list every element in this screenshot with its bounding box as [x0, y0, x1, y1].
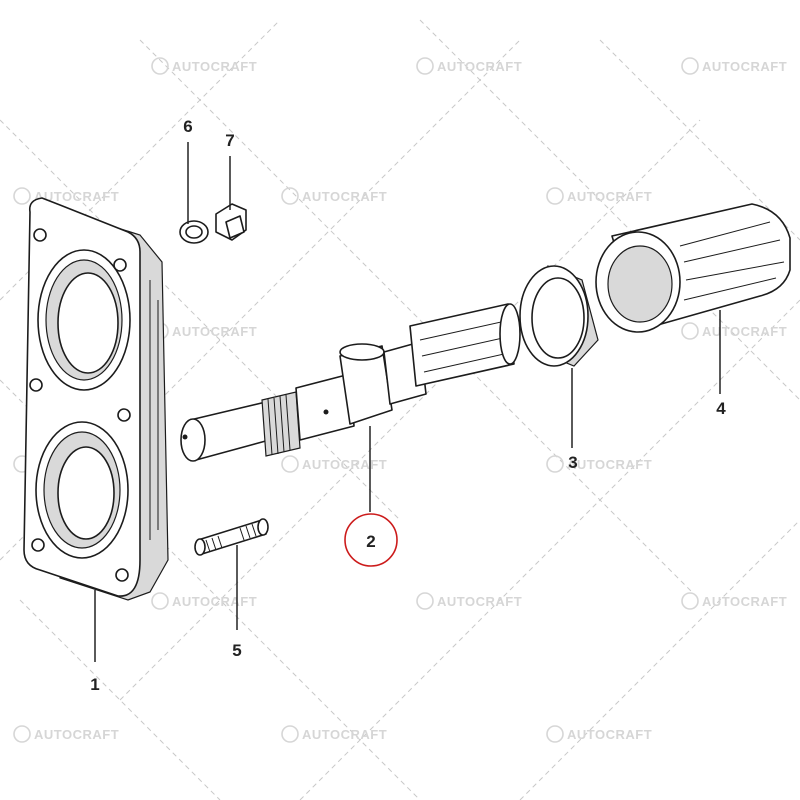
watermark-text: AUTOCRAFT [702, 324, 787, 339]
watermark: AUTOCRAFT [13, 187, 119, 205]
leader-lines [94, 142, 721, 662]
watermark: AUTOCRAFT [281, 187, 387, 205]
watermark: AUTOCRAFT [416, 57, 522, 75]
watermark: AUTOCRAFT [281, 455, 387, 473]
watermark-text: AUTOCRAFT [172, 594, 257, 609]
callout-label-2[interactable]: 2 [366, 532, 375, 551]
circled-a-logo-icon [546, 725, 564, 743]
circled-a-logo-icon [151, 592, 169, 610]
watermark-text: AUTOCRAFT [172, 59, 257, 74]
protective-cap-part-4[interactable] [595, 203, 791, 333]
circled-a-logo-icon [546, 187, 564, 205]
watermark-text: AUTOCRAFT [302, 189, 387, 204]
watermark: AUTOCRAFT [281, 725, 387, 743]
watermark: AUTOCRAFT [13, 725, 119, 743]
housing-plate-part-1[interactable] [23, 197, 169, 601]
callout-label-6[interactable]: 6 [183, 117, 192, 136]
watermark-text: AUTOCRAFT [437, 594, 522, 609]
callout-label-1[interactable]: 1 [90, 675, 99, 694]
circled-a-logo-icon [681, 592, 699, 610]
circled-a-logo-icon [281, 725, 299, 743]
splined-shaft-part-2[interactable] [180, 303, 521, 462]
watermark: AUTOCRAFT [151, 57, 257, 75]
circled-a-logo-icon [416, 592, 434, 610]
watermark-text: AUTOCRAFT [437, 59, 522, 74]
watermark-text: AUTOCRAFT [702, 594, 787, 609]
watermark: AUTOCRAFT [681, 57, 787, 75]
watermark-text: AUTOCRAFT [702, 59, 787, 74]
watermark: AUTOCRAFT [546, 187, 652, 205]
watermark-text: AUTOCRAFT [34, 189, 119, 204]
watermark: AUTOCRAFT [416, 592, 522, 610]
circled-a-logo-icon [151, 57, 169, 75]
circled-a-logo-icon [416, 57, 434, 75]
plug-screw-part-7[interactable] [215, 203, 247, 241]
callout-label-4[interactable]: 4 [716, 399, 726, 418]
washer-part-6[interactable] [179, 220, 209, 244]
watermark: AUTOCRAFT [151, 592, 257, 610]
watermark-text: AUTOCRAFT [302, 727, 387, 742]
watermark-text: AUTOCRAFT [172, 324, 257, 339]
callout-label-5[interactable]: 5 [232, 641, 241, 660]
highlight-circle-callout-2 [344, 513, 398, 567]
watermark: AUTOCRAFT [151, 322, 257, 340]
watermark: AUTOCRAFT [681, 592, 787, 610]
circled-a-logo-icon [13, 725, 31, 743]
circled-a-logo-icon [281, 455, 299, 473]
circled-a-logo-icon [281, 187, 299, 205]
watermark-text: AUTOCRAFT [34, 727, 119, 742]
watermark: AUTOCRAFT [546, 455, 652, 473]
watermark-text: AUTOCRAFT [567, 457, 652, 472]
watermark-text: AUTOCRAFT [567, 727, 652, 742]
sealing-ring-part-3[interactable] [519, 265, 599, 367]
watermark-text: AUTOCRAFT [302, 457, 387, 472]
circled-a-logo-icon [681, 322, 699, 340]
circled-a-logo-icon [681, 57, 699, 75]
callout-labels: 1 2 3 4 5 6 7 [90, 117, 726, 694]
watermark: AUTOCRAFT [681, 322, 787, 340]
circled-a-logo-icon [13, 187, 31, 205]
callout-label-7[interactable]: 7 [225, 131, 234, 150]
callout-label-3[interactable]: 3 [568, 453, 577, 472]
watermark: AUTOCRAFT [546, 725, 652, 743]
stud-part-5[interactable] [194, 518, 269, 556]
watermark-text: AUTOCRAFT [567, 189, 652, 204]
circled-a-logo-icon [546, 455, 564, 473]
background-grid [0, 19, 800, 800]
